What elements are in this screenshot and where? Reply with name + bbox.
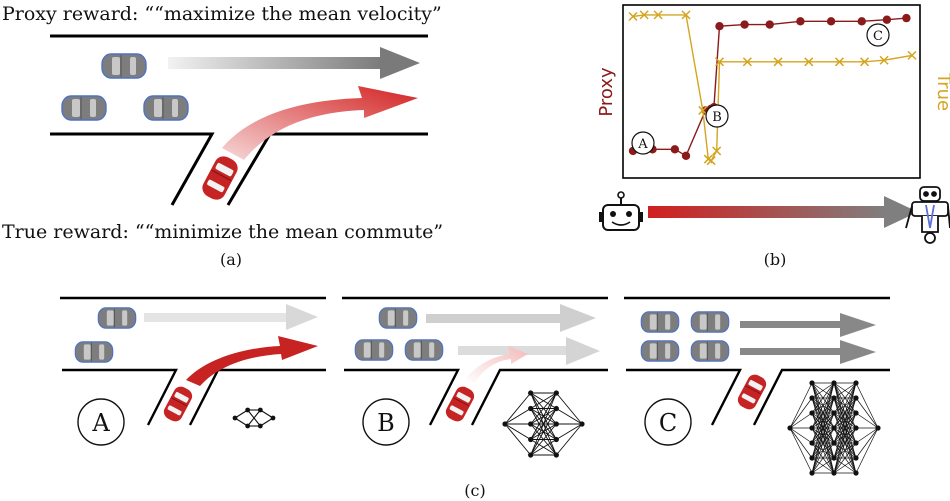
stage-label-b: B <box>377 409 395 437</box>
proxy-data-point <box>796 17 805 26</box>
true-data-point <box>860 57 870 67</box>
stage-label-a: A <box>91 409 110 437</box>
proxy-data-point <box>826 17 836 26</box>
proxy-reward-text: Proxy reward: ““maximize the mean veloci… <box>2 3 442 25</box>
svg-text:B: B <box>712 110 722 125</box>
plot-marks <box>628 10 917 166</box>
proxy-data-point <box>740 20 749 29</box>
true-data-point <box>834 57 844 67</box>
road-bottom-left-edge <box>50 132 215 206</box>
true-axis-label: True <box>933 72 950 111</box>
point-label-a: A <box>631 131 655 155</box>
true-data-point <box>742 57 752 67</box>
gray-arrow <box>168 47 420 79</box>
true-data-point <box>706 156 716 166</box>
true-reward-text: True reward: ““minimize the mean commute… <box>2 221 443 243</box>
medium-neural-network-icon <box>502 390 585 458</box>
true-data-point <box>639 10 649 20</box>
proxy-data-point <box>715 22 724 31</box>
panel-b: Proxy True A B C <box>596 4 950 269</box>
gray-car <box>690 340 730 362</box>
gray-car <box>640 311 680 333</box>
svg-text:C: C <box>873 29 883 44</box>
stage-label-circle <box>77 398 125 446</box>
point-label-b: B <box>705 104 729 128</box>
gray-car <box>640 340 680 362</box>
panel-a: Proxy reward: ““maximize the mean veloci… <box>2 3 443 269</box>
true-data-point <box>714 57 725 67</box>
gray-car <box>690 311 730 333</box>
proxy-data-point <box>902 13 911 23</box>
true-data-point <box>653 10 663 20</box>
simple-robot-icon <box>599 191 643 231</box>
stage-label-c: C <box>659 409 677 437</box>
faded-red-arrow <box>466 346 528 384</box>
red-curved-arrow <box>222 86 418 160</box>
proxy-axis-label: Proxy <box>596 67 617 117</box>
stage-label-circle <box>362 398 410 446</box>
point-label-c: C <box>866 23 890 47</box>
stage-label-circle <box>644 398 692 446</box>
stage-a: A <box>60 296 326 446</box>
svg-text:A: A <box>637 137 648 152</box>
gray-car <box>74 341 114 363</box>
panel-c: A B <box>60 296 890 500</box>
stage-c: C <box>624 296 890 476</box>
caption-a: (a) <box>220 250 242 269</box>
proxy-data-point <box>882 15 892 24</box>
proxy-data-point <box>857 17 866 26</box>
gray-car <box>354 339 394 361</box>
true-data-point <box>698 105 708 115</box>
gray-arrow <box>740 313 876 364</box>
advanced-robot-icon <box>905 186 950 244</box>
true-data-point <box>879 55 889 65</box>
large-neural-network-icon <box>787 380 881 476</box>
stage-b: B <box>342 296 608 458</box>
red-curved-arrow <box>186 336 318 386</box>
gray-car <box>101 53 147 79</box>
proxy-data-point <box>681 151 691 160</box>
true-data-point <box>681 10 691 20</box>
true-data-point <box>907 50 917 60</box>
caption-b: (b) <box>764 250 787 269</box>
true-data-point <box>804 57 814 67</box>
gray-car <box>61 95 107 121</box>
proxy-data-point <box>670 145 680 154</box>
progress-arrow <box>648 196 918 228</box>
proxy-data-point <box>765 20 774 29</box>
gray-car <box>143 95 189 121</box>
gray-car <box>378 307 418 329</box>
small-neural-network-icon <box>232 407 276 429</box>
gray-car <box>97 307 137 329</box>
true-data-point <box>628 11 638 22</box>
light-arrow <box>144 304 318 330</box>
gray-car <box>404 339 444 361</box>
true-data-point <box>712 146 722 156</box>
true-data-point <box>773 57 783 67</box>
caption-c: (c) <box>464 481 485 500</box>
